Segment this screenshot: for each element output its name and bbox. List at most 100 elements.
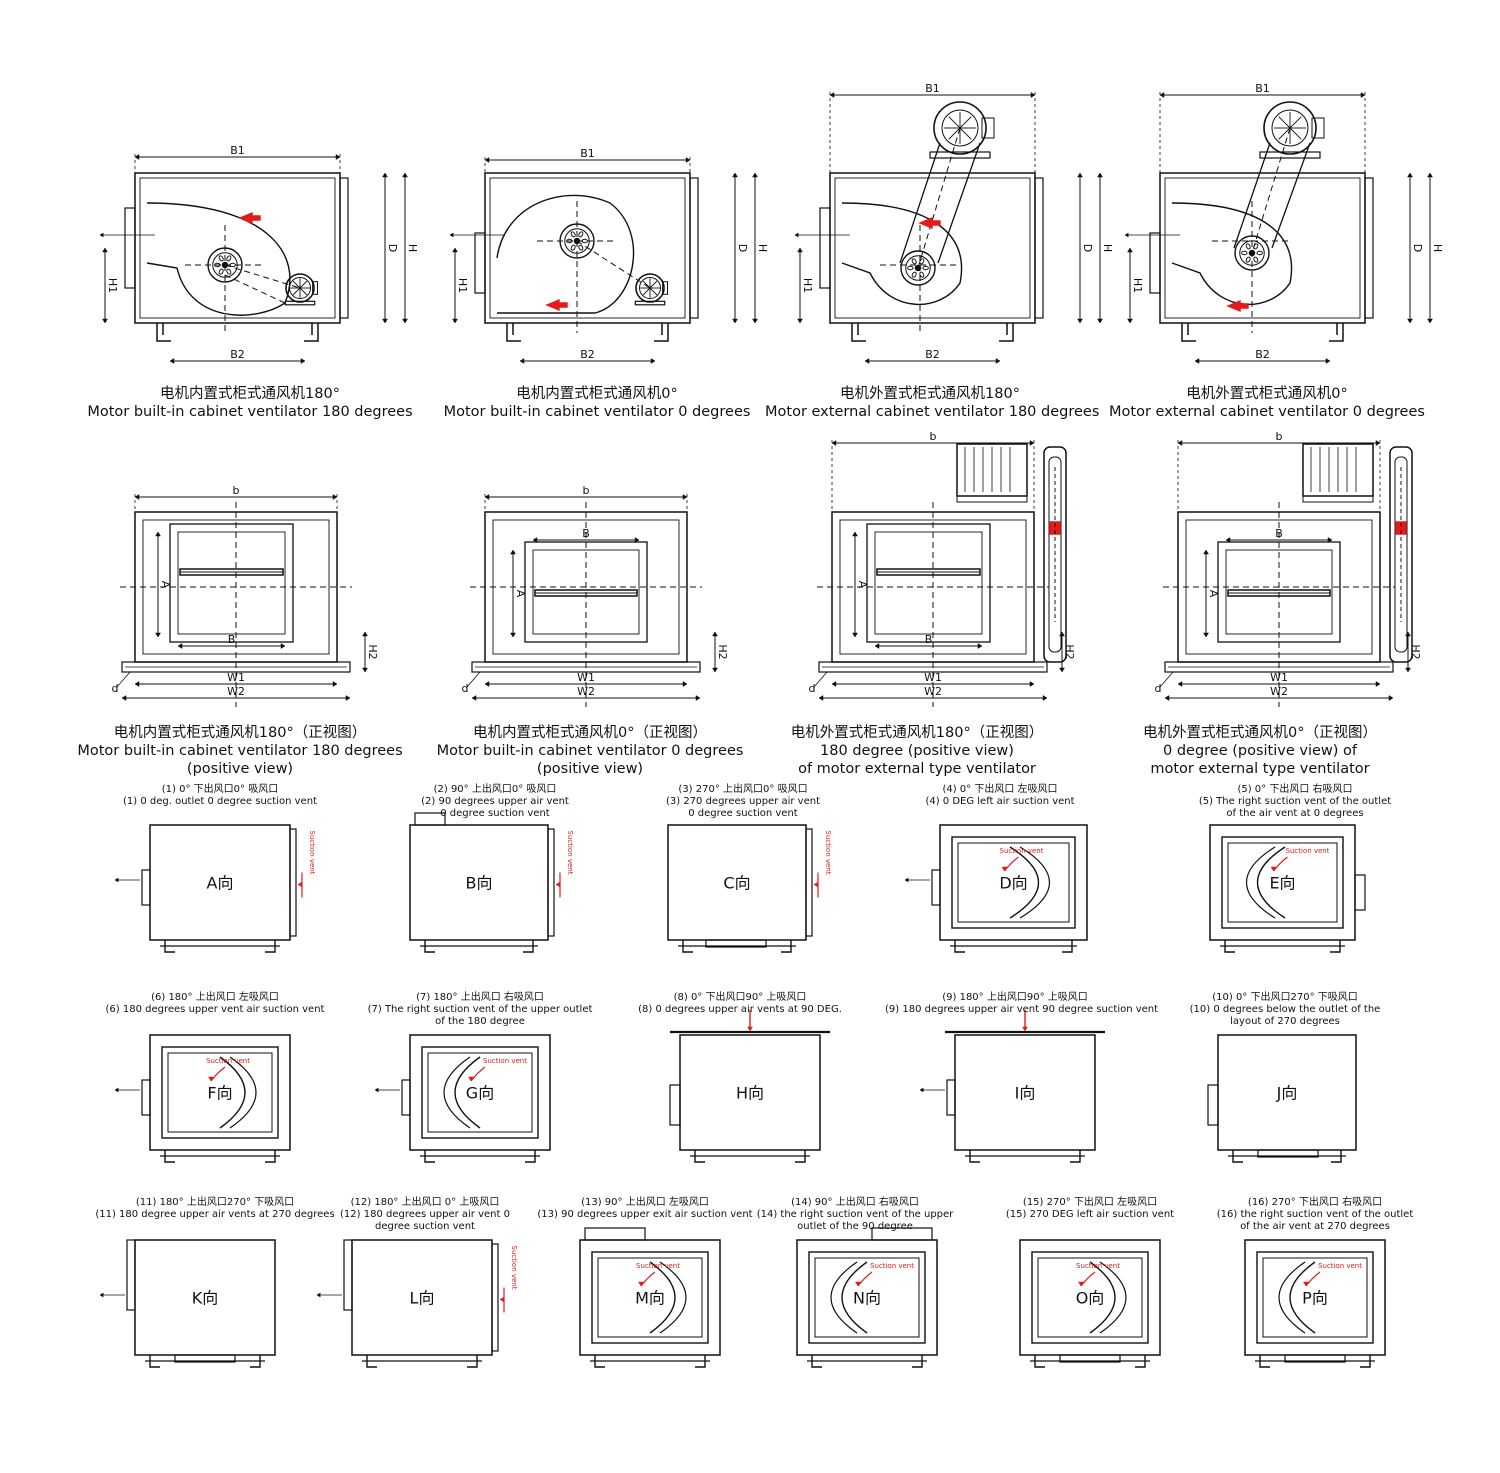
dimension-label: B2 — [1255, 348, 1270, 361]
config-view-J: J向 — [1207, 1034, 1357, 1163]
arrow-head-icon — [1203, 632, 1209, 638]
dimension-label: H — [406, 244, 419, 252]
front-view-caption-cn: 电机外置式柜式通风机180°（正视图） — [790, 725, 1044, 741]
foot-bracket — [1224, 940, 1341, 953]
config-caption-D-en: (4) 0 DEG left air suction vent — [925, 796, 1075, 807]
suction-label: Suction vent — [510, 1246, 518, 1290]
foot-bracket — [811, 1355, 923, 1368]
fan-volute — [146, 202, 291, 316]
config-caption-N-en2: outlet of the 90 degree — [797, 1221, 913, 1232]
dimension-label: W1 — [1270, 671, 1288, 684]
arrow-head-icon — [712, 667, 718, 673]
arrow-head-icon — [471, 695, 477, 701]
view-letter: K向 — [192, 1289, 219, 1308]
arrow-head-icon — [121, 695, 127, 701]
impeller-blade — [1241, 250, 1248, 256]
arrow-head-icon — [402, 318, 408, 324]
dimension-label: H2 — [1409, 644, 1422, 659]
arrow-head-icon — [752, 172, 758, 178]
arrow-head-icon — [794, 232, 799, 238]
arrow-head-icon — [484, 681, 490, 687]
fan-volute — [496, 194, 635, 314]
side-view-caption-cn: 电机内置式柜式通风机180° — [160, 386, 340, 402]
suction-label: Suction vent — [1000, 847, 1044, 855]
suction-curve — [841, 1261, 868, 1334]
front-view-caption-en1: 0 degree (positive view) of — [1162, 743, 1358, 759]
outlet-flange — [414, 812, 446, 826]
config-caption-I-en: (9) 180 degrees upper air vent 90 degree… — [885, 1004, 1159, 1015]
suction-curve — [1289, 1261, 1316, 1334]
config-caption-F-cn: (6) 180° 上出风口 左吸风口 — [151, 992, 279, 1003]
arrow-head-icon — [797, 247, 803, 253]
config-caption-C-cn: (3) 270° 上出风口0° 吸风口 — [678, 784, 808, 795]
drive-belt — [937, 142, 981, 264]
arrow-head-icon — [1327, 537, 1333, 543]
side-view-caption: 电机外置式柜式通风机0°Motor external cabinet venti… — [1102, 385, 1432, 421]
outlet-flange — [1207, 1084, 1219, 1126]
config-caption-K-cn: (11) 180° 上出风口270° 下吸风口 — [135, 1197, 295, 1208]
drive-belt — [1233, 142, 1271, 249]
impeller-blade — [218, 268, 224, 275]
foot-bracket — [851, 323, 866, 342]
suction-label: Suction vent — [870, 1262, 914, 1270]
config-caption-B-cn: (2) 90° 上出风口0° 吸风口 — [433, 784, 557, 795]
view-letter: B向 — [466, 874, 493, 893]
outlet-flange — [343, 1239, 353, 1311]
arrow-head-icon — [102, 247, 108, 253]
dimension-label: A — [1207, 590, 1220, 598]
arrow-head-icon — [155, 531, 161, 537]
arrow-head-icon — [1029, 440, 1035, 446]
view-letter: D向 — [999, 874, 1027, 893]
view-letter: E向 — [1269, 874, 1295, 893]
suction-label: Suction vent — [566, 831, 574, 875]
config-view-I: I向 — [919, 1010, 1105, 1163]
arrow-head-icon — [99, 1292, 104, 1298]
arrow-head-icon — [468, 1076, 474, 1082]
config-caption-M-en: (13) 90 degrees upper exit air suction v… — [537, 1209, 753, 1220]
config-caption-G-cn: (7) 180° 上出风口 右吸风口 — [416, 992, 544, 1003]
arrow-head-icon — [1164, 695, 1170, 701]
arrow-head-icon — [874, 643, 880, 649]
suction-pointer — [1080, 1271, 1096, 1287]
arrow-head-icon — [1077, 172, 1083, 178]
front-view-caption-cn: 电机外置式柜式通风机0°（正视图） — [1143, 725, 1377, 741]
config-caption-B-en2: 0 degree suction vent — [440, 808, 550, 819]
arrow-head-icon — [1177, 681, 1183, 687]
outlet-flange — [126, 1239, 136, 1311]
inlet-flange — [491, 1243, 499, 1352]
config-caption-E: (5) 0° 下出风口 右吸风口(5) The right suction ve… — [1165, 784, 1425, 820]
config-caption-C-en2: 0 degree suction vent — [688, 808, 798, 819]
arrow-head-icon — [1127, 247, 1133, 253]
arrow-head-icon — [484, 157, 490, 163]
fan-volute — [841, 202, 963, 305]
suction-label: Suction vent — [636, 1262, 680, 1270]
fan-volute — [1171, 202, 1293, 305]
config-caption-H-cn: (8) 0° 下出风口90° 上吸风口 — [673, 992, 807, 1003]
config-caption-L-en2: degree suction vent — [375, 1221, 475, 1232]
dimension-label: H — [756, 244, 769, 252]
cabinet-body — [1159, 172, 1366, 324]
arrow-head-icon — [752, 318, 758, 324]
dimension-label: D — [1411, 244, 1424, 252]
config-caption-O: (15) 270° 下出风口 左吸风口(15) 270 DEG left air… — [960, 1197, 1220, 1221]
drive-belt — [1271, 142, 1311, 249]
arrow-head-icon — [452, 247, 458, 253]
view-letter: H向 — [736, 1084, 764, 1103]
arrow-head-icon — [977, 643, 983, 649]
suction-pointer — [1004, 856, 1019, 872]
dimension-label: A — [159, 581, 172, 589]
config-caption-F: (6) 180° 上出风口 左吸风口(6) 180 degrees upper … — [85, 992, 345, 1016]
config-caption-I-cn: (9) 180° 上出风口90° 上吸风口 — [942, 992, 1088, 1003]
dimension-label: B — [228, 633, 236, 646]
config-caption-K-en: (11) 180 degree upper air vents at 270 d… — [95, 1209, 335, 1220]
inlet-flange — [1034, 177, 1044, 319]
side-view-caption-en: Motor external cabinet ventilator 0 degr… — [1109, 404, 1425, 420]
arrow-head-icon — [1059, 631, 1065, 637]
dimension-label: B1 — [580, 147, 595, 160]
impeller-blade — [911, 258, 917, 265]
view-letter: M向 — [635, 1289, 665, 1308]
suction-label: Suction vent — [308, 831, 316, 875]
